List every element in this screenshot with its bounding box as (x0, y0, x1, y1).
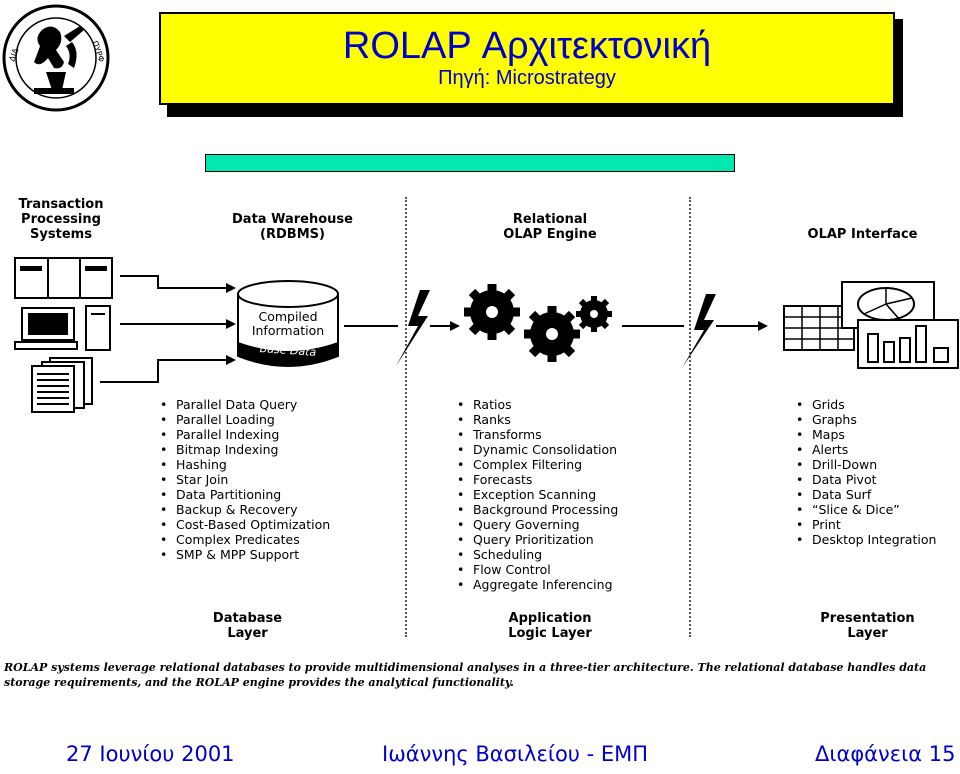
layer-application: Application Logic Layer (470, 611, 630, 641)
title-box: ROLAP Αρχιτεκτονική Πηγή: Microstrategy (159, 12, 895, 105)
engine-feature-item: Query Prioritization (457, 532, 618, 547)
engine-feature-item: Exception Scanning (457, 487, 618, 502)
layer-presentation: Presentation Layer (790, 611, 945, 641)
engine-feature-item: Transforms (457, 427, 618, 442)
interface-feature-item: Print (796, 517, 936, 532)
warehouse-feature-item: Bitmap Indexing (160, 442, 330, 457)
interface-feature-list: GridsGraphsMapsAlertsDrill-DownData Pivo… (796, 397, 936, 547)
warehouse-feature-item: SMP & MPP Support (160, 547, 330, 562)
engine-feature-item: Ratios (457, 397, 618, 412)
warehouse-feature-item: Hashing (160, 457, 330, 472)
interface-feature-item: “Slice & Dice” (796, 502, 936, 517)
interface-feature-item: Alerts (796, 442, 936, 457)
architecture-graphics (0, 250, 960, 420)
cylinder-compiled-label: Compiled Information (238, 310, 338, 338)
warehouse-feature-list: Parallel Data QueryParallel LoadingParal… (160, 397, 330, 562)
footer-date: 27 Ιουνίου 2001 (66, 742, 235, 766)
input-arrows (100, 276, 228, 382)
gears-icon (464, 284, 612, 362)
bar-chart-icon (858, 320, 958, 368)
warehouse-feature-item: Cost-Based Optimization (160, 517, 330, 532)
lightning-bolt-icon (682, 294, 716, 368)
engine-feature-item: Background Processing (457, 502, 618, 517)
layer-database: Database Layer (175, 611, 320, 641)
warehouse-feature-item: Complex Predicates (160, 532, 330, 547)
warehouse-feature-item: Parallel Data Query (160, 397, 330, 412)
interface-feature-item: Data Pivot (796, 472, 936, 487)
engine-feature-item: Complex Filtering (457, 457, 618, 472)
slide-subtitle: Πηγή: Microstrategy (161, 66, 893, 90)
slide-title: ROLAP Αρχιτεκτονική (161, 26, 893, 66)
interface-feature-item: Drill-Down (796, 457, 936, 472)
university-seal-logo: ΔΙΔ ΠΥΡΦ (2, 2, 110, 114)
engine-feature-item: Ranks (457, 412, 618, 427)
footer-author: Ιωάννης Βασιλείου - ΕΜΠ (382, 742, 648, 766)
banner-bar (205, 154, 735, 172)
figure-caption: ROLAP systems leverage relational databa… (4, 660, 959, 690)
engine-feature-item: Aggregate Inferencing (457, 577, 618, 592)
interface-feature-item: Desktop Integration (796, 532, 936, 547)
warehouse-feature-item: Backup & Recovery (160, 502, 330, 517)
heading-interface: OLAP Interface (780, 227, 945, 242)
engine-feature-item: Forecasts (457, 472, 618, 487)
interface-feature-item: Maps (796, 427, 936, 442)
warehouse-feature-item: Parallel Indexing (160, 427, 330, 442)
footer-slide-number: Διαφάνεια 15 (815, 742, 955, 766)
heading-warehouse: Data Warehouse (RDBMS) (200, 212, 385, 242)
warehouse-feature-item: Star Join (160, 472, 330, 487)
heading-engine: Relational OLAP Engine (470, 212, 630, 242)
interface-feature-item: Grids (796, 397, 936, 412)
warehouse-feature-item: Parallel Loading (160, 412, 330, 427)
interface-feature-item: Data Surf (796, 487, 936, 502)
engine-feature-item: Dynamic Consolidation (457, 442, 618, 457)
interface-feature-item: Graphs (796, 412, 936, 427)
computer-icon (15, 306, 110, 350)
engine-feature-list: RatiosRanksTransformsDynamic Consolidati… (457, 397, 618, 592)
documents-icon (32, 358, 92, 412)
engine-feature-item: Query Governing (457, 517, 618, 532)
lightning-bolt-icon (396, 290, 430, 366)
engine-feature-item: Flow Control (457, 562, 618, 577)
forms-icon (15, 258, 112, 298)
heading-tps: Transaction Processing Systems (0, 197, 122, 242)
warehouse-feature-item: Data Partitioning (160, 487, 330, 502)
engine-feature-item: Scheduling (457, 547, 618, 562)
